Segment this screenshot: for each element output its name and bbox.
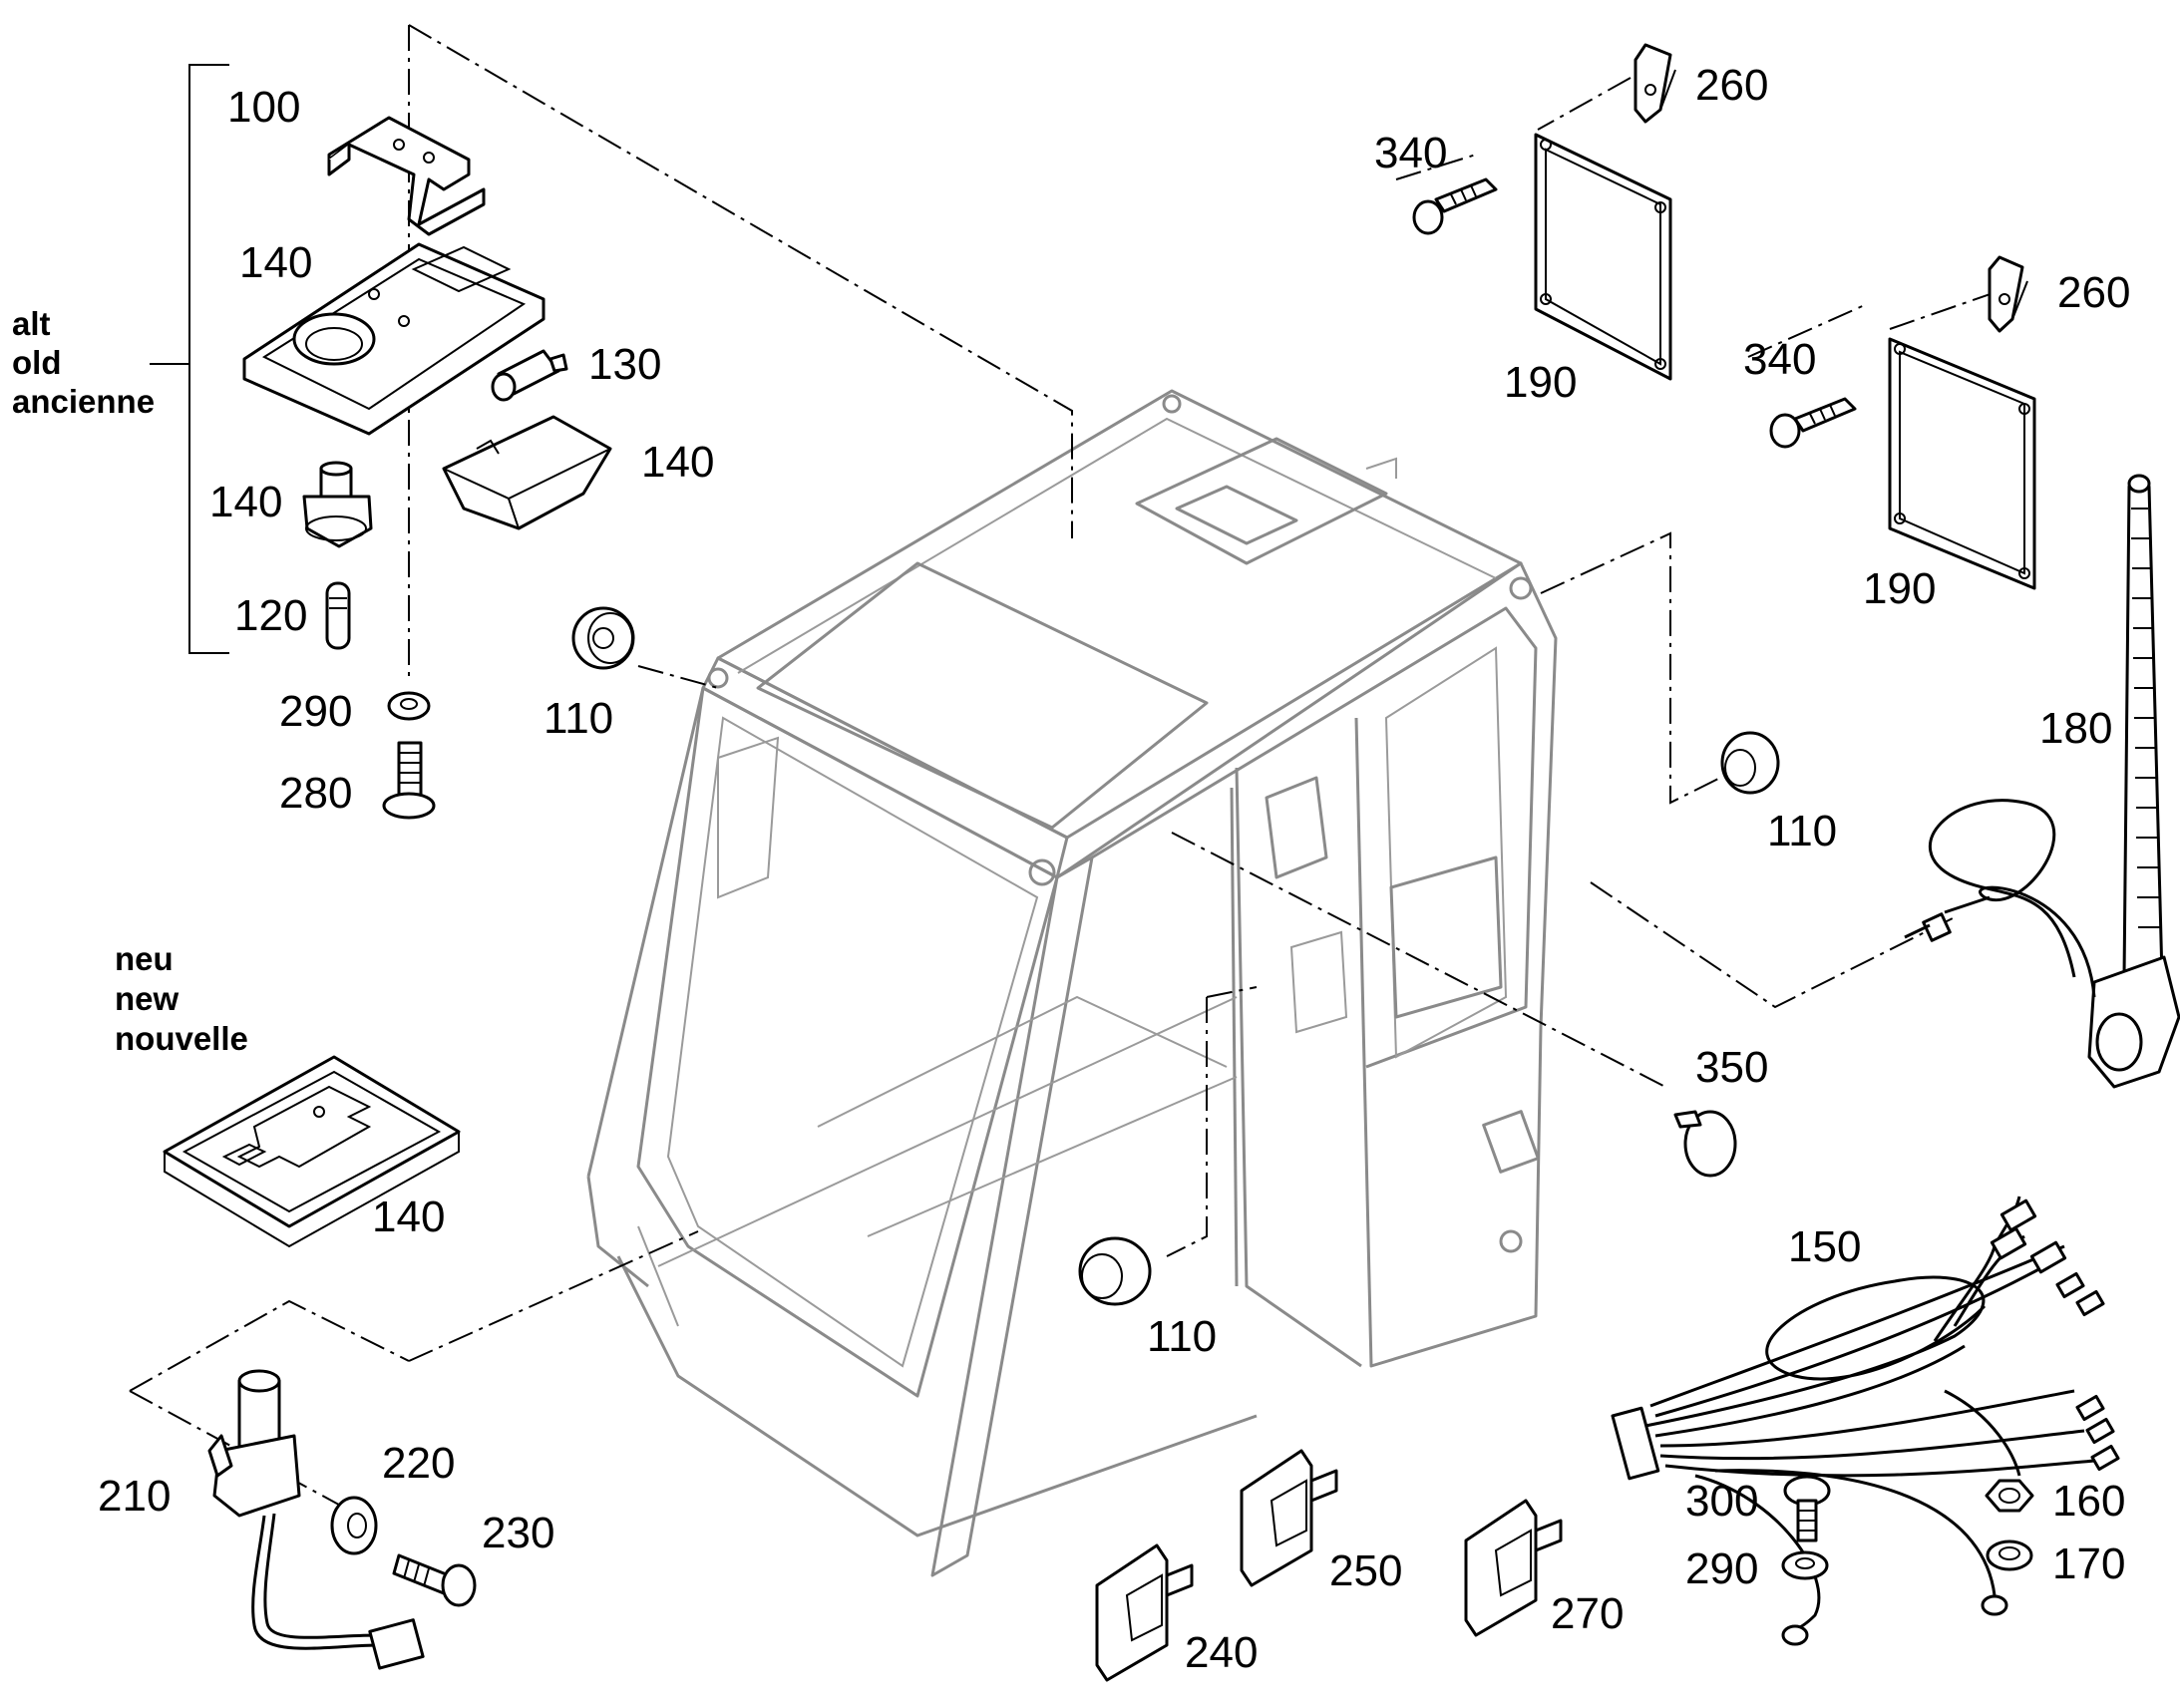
part-130-bulb-drawing: [491, 349, 568, 402]
label-340-mid: 340: [1743, 335, 1816, 384]
variant-note-new: neu new nouvelle: [115, 940, 248, 1057]
label-240: 240: [1185, 1628, 1258, 1677]
label-130: 130: [588, 340, 661, 389]
part-280-screw-drawing: [382, 741, 436, 820]
label-340-top: 340: [1374, 129, 1447, 177]
label-180: 180: [2039, 704, 2112, 753]
old-group-bracket: [150, 64, 229, 654]
label-250: 250: [1329, 1546, 1402, 1595]
label-150: 150: [1788, 1222, 1861, 1271]
part-190-plate-mid-drawing: [1888, 337, 2036, 590]
part-180-antenna-drawing: [1904, 474, 2180, 1089]
part-260-clip-top-drawing: [1634, 43, 1676, 124]
part-160-nut-drawing: [1985, 1479, 2034, 1513]
part-170-washer-drawing: [1986, 1539, 2033, 1571]
part-210-door-switch-drawing: [207, 1369, 425, 1670]
label-100: 100: [227, 83, 300, 132]
label-190-top: 190: [1504, 358, 1577, 407]
note-old-line3: ancienne: [12, 383, 155, 420]
reference-lines: [129, 24, 2005, 1517]
note-new-line3: nouvelle: [115, 1020, 248, 1057]
part-290-washer-bottom-drawing: [1781, 1550, 1829, 1580]
label-140-switch: 140: [209, 478, 282, 526]
label-220: 220: [382, 1439, 455, 1488]
part-140-lamp-housing-drawing: [242, 242, 545, 436]
label-350: 350: [1695, 1043, 1768, 1092]
part-350-plug-drawing: [1673, 1110, 1737, 1178]
label-110-right: 110: [1767, 807, 1837, 855]
label-170: 170: [2052, 1539, 2125, 1588]
label-260-top: 260: [1695, 61, 1768, 110]
part-340-screw-top-drawing: [1412, 177, 1498, 235]
label-190-mid: 190: [1863, 564, 1936, 613]
part-100-bracket-drawing: [327, 116, 486, 236]
part-250-holder-drawing: [1240, 1449, 1338, 1587]
note-new-line1: neu: [115, 940, 174, 977]
note-old-line2: old: [12, 344, 61, 381]
label-290-top: 290: [279, 687, 352, 736]
label-110-bottom: 110: [1147, 1312, 1217, 1361]
part-120-pin-drawing: [325, 581, 351, 650]
label-140-lens: 140: [239, 238, 312, 287]
label-110-left: 110: [544, 694, 613, 743]
part-260-clip-mid-drawing: [1988, 255, 2028, 333]
part-140-lens-cover-drawing: [442, 415, 612, 530]
label-260-mid: 260: [2057, 268, 2130, 317]
note-new-line2: new: [115, 980, 180, 1017]
label-210: 210: [98, 1472, 171, 1521]
part-150-wiring-harness-drawing: [1611, 1196, 2120, 1646]
part-110-grommet-right-drawing: [1720, 731, 1780, 795]
label-140-cover: 140: [641, 438, 714, 487]
part-230-screw-drawing: [392, 1553, 477, 1607]
part-340-screw-mid-drawing: [1769, 397, 1857, 449]
part-220-washer-drawing: [330, 1496, 378, 1555]
label-280: 280: [279, 769, 352, 818]
label-140-new: 140: [372, 1193, 445, 1241]
part-140-new-lamp-drawing: [163, 1055, 461, 1248]
part-190-plate-top-drawing: [1534, 133, 1672, 381]
label-300: 300: [1685, 1477, 1758, 1526]
label-270: 270: [1551, 1589, 1624, 1638]
label-230: 230: [482, 1509, 554, 1557]
variant-note-old: alt old ancienne: [12, 305, 155, 420]
part-110-grommet-bottom-drawing: [1078, 1236, 1152, 1306]
label-160: 160: [2052, 1477, 2125, 1526]
label-290-bottom: 290: [1685, 1544, 1758, 1593]
label-120: 120: [234, 591, 307, 640]
part-number-labels: 100 140 130 140 140 120 290 280 110 340 …: [98, 61, 2130, 1677]
part-270-holder-drawing: [1464, 1499, 1563, 1637]
part-300-screw-drawing: [1783, 1475, 1831, 1542]
operator-cab: [586, 389, 1558, 1577]
part-110-grommet-left-drawing: [571, 606, 635, 670]
part-290-washer-top-drawing: [387, 691, 431, 721]
part-240-holder-drawing: [1095, 1543, 1194, 1682]
part-140-switch-drawing: [302, 461, 373, 548]
note-old-line1: alt: [12, 305, 51, 342]
